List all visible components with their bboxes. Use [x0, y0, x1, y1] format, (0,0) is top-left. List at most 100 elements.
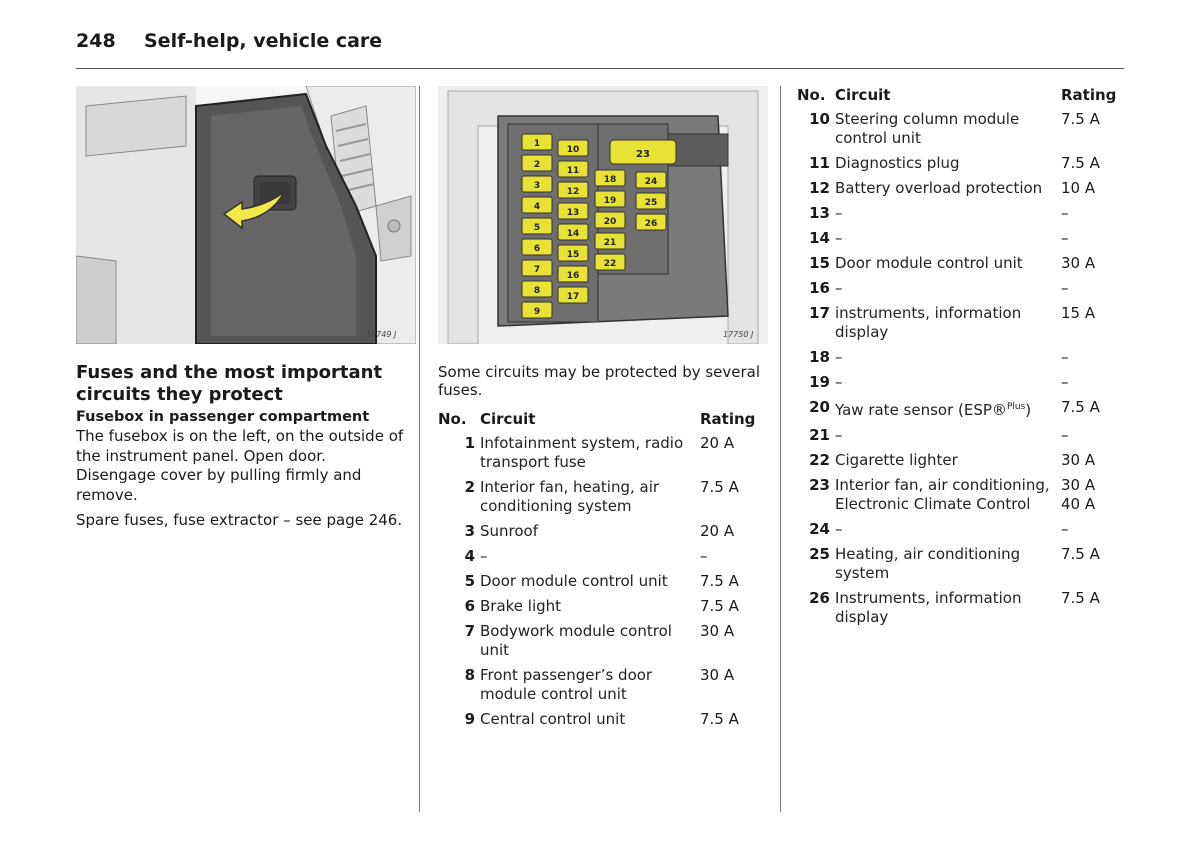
table-row: 19––	[797, 373, 1124, 398]
fuse-number: 25	[809, 545, 830, 563]
fuse-7-body	[521, 259, 553, 277]
table-header-row: No. Circuit Rating	[797, 86, 1124, 110]
fuse-15-label: 15	[567, 250, 580, 260]
fuse-12-body	[557, 181, 589, 199]
column-divider-left	[419, 86, 420, 812]
fuse-8-label: 8	[534, 286, 540, 296]
fuse-25-label: 25	[645, 198, 658, 208]
fuse-7-label: 7	[534, 265, 540, 275]
fuse-rating: 20 A	[700, 522, 735, 540]
fuse-9-label: 9	[534, 307, 540, 317]
fuse-rating: 30 A 40 A	[1061, 476, 1096, 513]
fuse-16-label: 16	[567, 271, 580, 281]
header-circuit: Circuit	[835, 86, 891, 104]
fuse-number: 23	[809, 476, 830, 494]
fuse-rating: –	[1061, 204, 1069, 222]
fuse-number: 7	[464, 622, 475, 640]
fuse-11-label: 11	[567, 166, 580, 176]
fuse-number: 16	[809, 279, 830, 297]
fuse-number: 6	[464, 597, 475, 615]
fuse-24-body	[635, 171, 667, 189]
fuse-number: 24	[809, 520, 830, 538]
fuse-rating: –	[1061, 520, 1069, 538]
fuse-rating: 7.5 A	[1061, 110, 1100, 128]
fuse-circuit: Interior fan, heating, air conditioning …	[480, 478, 660, 515]
fuse-rating: –	[700, 547, 708, 565]
fuse-circuit: –	[480, 547, 488, 565]
fuse-18-body	[594, 169, 626, 187]
fuse-number: 4	[464, 547, 475, 565]
fuse-circuit: –	[835, 373, 843, 391]
fuse-4-label: 4	[534, 202, 540, 212]
fuse-21-body	[594, 232, 626, 250]
table-row: 14––	[797, 229, 1124, 254]
fuse-22-body	[594, 253, 626, 271]
fuse-rating: –	[1061, 229, 1069, 247]
fuse-circuit: Central control unit	[480, 710, 626, 728]
fuse-10-label: 10	[567, 145, 580, 155]
fuse-circuit: Front passenger’s door module control un…	[480, 666, 653, 703]
fuse-number: 21	[809, 426, 830, 444]
fuse-rating: 7.5 A	[1061, 589, 1100, 607]
fuse-rating: 7.5 A	[1061, 154, 1100, 172]
fuse-rating: –	[1061, 373, 1069, 391]
fuse-circuit: Sunroof	[480, 522, 539, 540]
fuse-18-label: 18	[604, 175, 617, 185]
section-title: Fuses and the most important circuits th…	[76, 362, 416, 406]
header-rating: Rating	[1061, 86, 1117, 104]
fuse-3-body	[521, 175, 553, 193]
fuse-number: 15	[809, 254, 830, 272]
table-row: 13––	[797, 204, 1124, 229]
fuse-10-body	[557, 139, 589, 157]
table-row: 21––	[797, 426, 1124, 451]
section-body: The fusebox is on the left, on the outsi…	[76, 427, 404, 504]
fuse-number: 2	[464, 478, 475, 496]
table-row: 11 Diagnostics plug 7.5 A	[797, 154, 1124, 179]
fuse-circuit: Diagnostics plug	[835, 154, 960, 172]
fuse-circuit: Heating, air conditioning system	[835, 545, 1021, 582]
fuse-12-label: 12	[567, 187, 580, 197]
fuse-circuit: –	[835, 426, 843, 444]
fuse-rating: –	[1061, 348, 1069, 366]
table-row: 16––	[797, 279, 1124, 304]
fuse-circuit: Bodywork module control unit	[480, 622, 672, 659]
fuse-circuit: –	[835, 279, 843, 297]
fuse-19-label: 19	[604, 196, 617, 206]
header-no: No.	[438, 410, 467, 428]
table-header-row: No. Circuit Rating	[438, 410, 758, 434]
fuse-5-label: 5	[534, 223, 540, 233]
fuse-circuit: instruments, information display	[835, 304, 1022, 341]
fuse-16-body	[557, 265, 589, 283]
fuse-circuit: Steering column module control unit	[835, 110, 1020, 147]
fuse-21-label: 21	[604, 238, 617, 248]
fuse-number: 20	[809, 398, 830, 416]
fuse-rating: 30 A	[700, 622, 735, 640]
fuse-14-label: 14	[567, 229, 580, 239]
fuse-number: 13	[809, 204, 830, 222]
fuse-circuit-text-end: )	[1025, 401, 1032, 419]
fuse-circuit-text: Yaw rate sensor (ESP®	[835, 401, 1007, 419]
fuse-24-label: 24	[645, 177, 658, 187]
fuse-6-label: 6	[534, 244, 540, 254]
fuse-number: 26	[809, 589, 830, 607]
header-rating: Rating	[700, 410, 756, 428]
fuse-number: 9	[464, 710, 475, 728]
fuse-number: 18	[809, 348, 830, 366]
fuse-26-label: 26	[645, 219, 658, 229]
header-circuit: Circuit	[480, 410, 536, 428]
fuse-1-label: 1	[534, 139, 540, 149]
fuse-number: 22	[809, 451, 830, 469]
fuse-4-body	[521, 196, 553, 214]
fuse-5-body	[521, 217, 553, 235]
fuse-number: 11	[809, 154, 830, 172]
fuse-19-body	[594, 190, 626, 208]
